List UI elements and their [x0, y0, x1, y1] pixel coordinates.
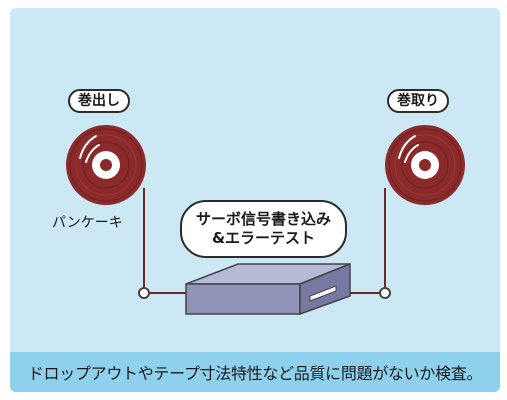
process-line-2: &エラーテスト [211, 229, 316, 247]
supply-reel-label: 巻出し [68, 89, 130, 113]
pancake-label: パンケーキ [52, 215, 123, 231]
caption-text: ドロップアウトやテープ寸法特性など品質に問題がないか検査。 [27, 364, 483, 383]
takeup-guide-roller [379, 287, 391, 299]
caption-bar: ドロップアウトやテープ寸法特性など品質に問題がないか検査。 [10, 352, 500, 392]
process-bubble: サーボ信号書き込み &エラーテスト [180, 200, 348, 258]
takeup-reel-label: 巻取り [387, 89, 449, 113]
takeup-reel-icon [385, 125, 465, 205]
test-device-icon [185, 262, 351, 316]
supply-reel-icon [66, 125, 146, 205]
tape-path-diagram [66, 125, 465, 316]
supply-guide-roller [138, 287, 150, 299]
process-line-1: サーボ信号書き込み [196, 210, 332, 228]
supply-tape-line [143, 188, 186, 294]
diagram-panel: 巻出し 巻取り パンケーキ サーボ信号書き込み &エラーテスト ドロップアウトや… [10, 8, 500, 392]
